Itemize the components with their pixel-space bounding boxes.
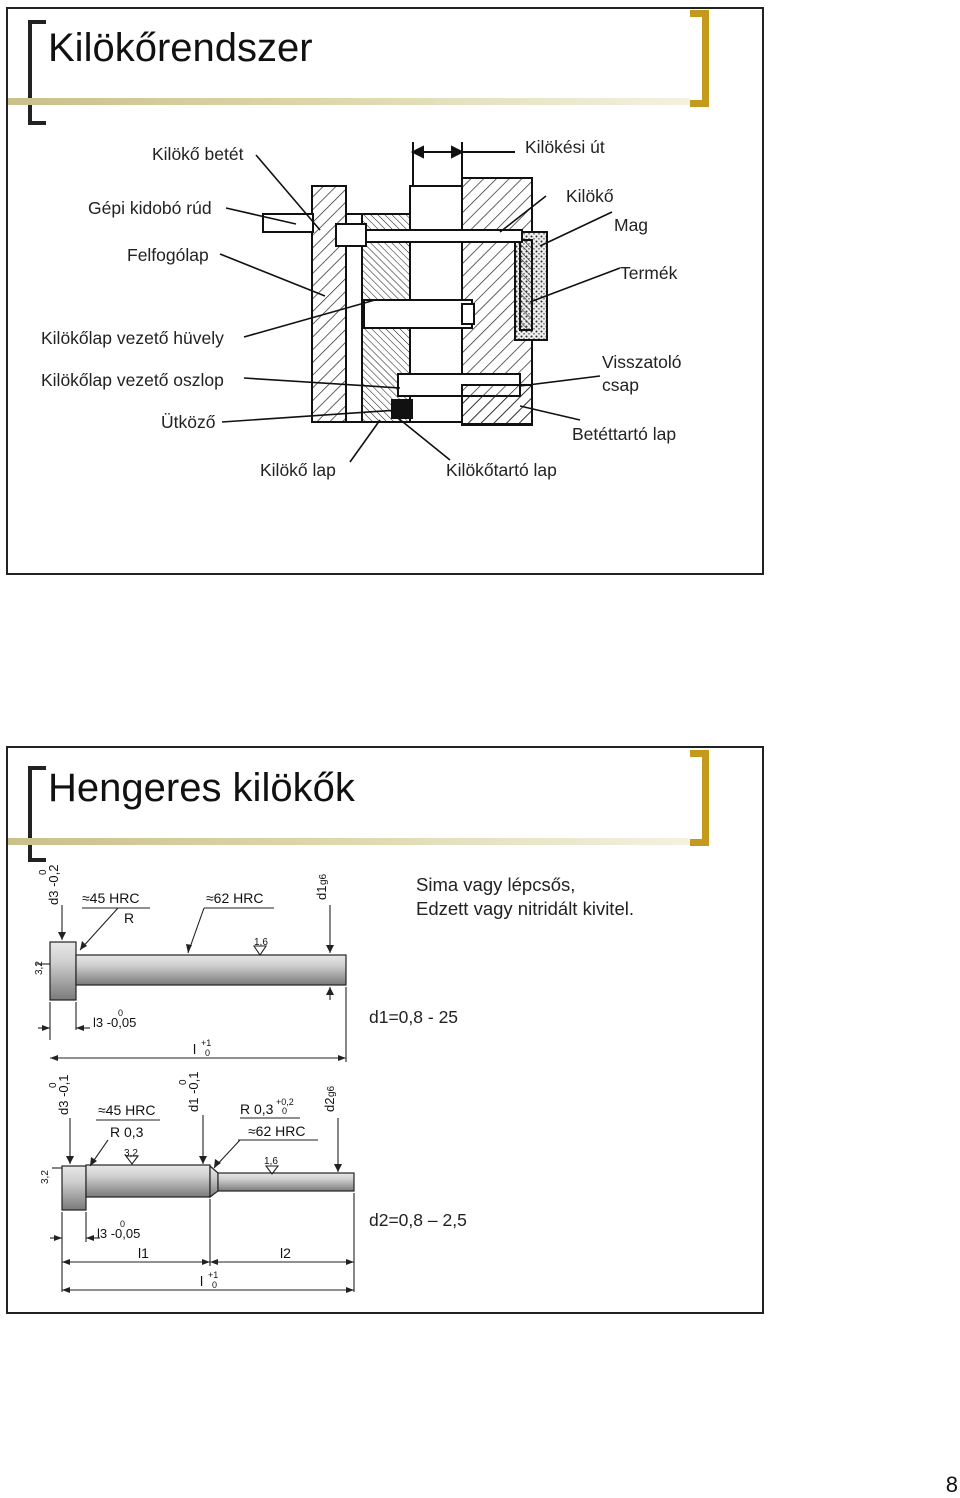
label-clamping-plate: Felfogólap	[127, 245, 209, 265]
d1-d3-label: d3 -0,2	[46, 865, 61, 905]
slide-title-2: Hengeres kilökők	[48, 766, 355, 810]
label-core: Mag	[614, 215, 649, 235]
d2-radius-03b-sup: +0,2	[276, 1097, 294, 1107]
d1-rough-16: 1,6	[254, 937, 268, 948]
d2-radius-03: R 0,3	[110, 1124, 144, 1140]
page-number: 8	[945, 1472, 958, 1497]
d1-d1-fit: g6	[318, 873, 329, 885]
d2-l3-label: l3 -0,05	[97, 1226, 140, 1241]
label-ejection-stroke: Kilökési út	[525, 137, 605, 157]
d1-hrc45: ≈45 HRC	[82, 890, 139, 906]
d2-hrc62: ≈62 HRC	[248, 1123, 305, 1139]
d2-d2-fit: g6	[326, 1085, 337, 1097]
label-ejector-pin: Kilökő	[566, 186, 614, 206]
label-guide-column: Kilökőlap vezető oszlop	[41, 370, 224, 390]
label-ejector-insert: Kilökő betét	[152, 144, 244, 164]
d2-rough-32a: 3,2	[40, 1170, 51, 1184]
d2-l-sub: 0	[212, 1280, 217, 1290]
d2-l-sup: +1	[208, 1270, 218, 1280]
label-ejector-plate: Kilökő lap	[260, 460, 336, 480]
d1-radius: R	[124, 910, 134, 926]
d2-radius-03b-sub: 0	[282, 1106, 287, 1116]
range-d1: d1=0,8 - 25	[369, 1007, 459, 1027]
d1-rough-32: 3,2	[34, 961, 45, 975]
title-rule	[8, 98, 690, 105]
title-bracket-right	[690, 10, 709, 107]
d1-l3-label: l3 -0,05	[93, 1015, 136, 1030]
d2-l1-label: l1	[138, 1245, 149, 1261]
label-product: Termék	[620, 263, 678, 283]
d2-d1-sup: 0	[178, 1079, 189, 1085]
d1-l-label: l	[193, 1041, 196, 1057]
label-ejector-retainer-plate: Kilökőtartó lap	[446, 460, 557, 480]
d1-d3-sup: 0	[38, 869, 49, 875]
d1-l-sup: +1	[201, 1038, 211, 1048]
d2-d1-label: d1 -0,1	[186, 1072, 201, 1112]
d2-rough-32b: 3,2	[124, 1148, 138, 1159]
d1-l-sub: 0	[205, 1048, 210, 1058]
d2-d3-label: d3 -0,1	[56, 1075, 71, 1115]
label-guide-bushing: Kilökőlap vezető hüvely	[41, 328, 224, 348]
d1-d1-label: d1	[314, 886, 329, 900]
label-machine-knockout-rod: Gépi kidobó rúd	[88, 198, 212, 218]
d2-radius-03b: R 0,3	[240, 1101, 274, 1117]
label-insert-holder-plate: Betéttartó lap	[572, 424, 677, 444]
d2-hrc45: ≈45 HRC	[98, 1102, 155, 1118]
description-line-2: Edzett vagy nitridált kivitel.	[416, 898, 634, 919]
d1-l3-sup: 0	[118, 1008, 123, 1018]
d2-l2-label: l2	[280, 1245, 291, 1261]
title-rule-2	[8, 838, 690, 845]
label-stop: Ütköző	[161, 412, 216, 432]
d2-d2-label: d2	[322, 1098, 337, 1112]
title-bracket-right-2	[690, 750, 709, 846]
label-return-pin-line2: csap	[602, 375, 639, 395]
d2-l3-sup: 0	[120, 1219, 125, 1229]
label-return-pin-line1: Visszatoló	[602, 352, 682, 372]
description-line-1: Sima vagy lépcsős,	[416, 874, 576, 895]
mold-section-drawing	[219, 142, 621, 463]
slide-title: Kilökőrendszer	[48, 26, 313, 70]
range-d2: d2=0,8 – 2,5	[369, 1210, 467, 1230]
title-bracket-left	[28, 20, 46, 125]
d2-rough-16: 1,6	[264, 1156, 278, 1167]
d1-hrc62: ≈62 HRC	[206, 890, 263, 906]
d2-d3-sup: 0	[48, 1082, 59, 1088]
title-bracket-left-2	[28, 766, 46, 862]
d2-l-label: l	[200, 1273, 203, 1289]
